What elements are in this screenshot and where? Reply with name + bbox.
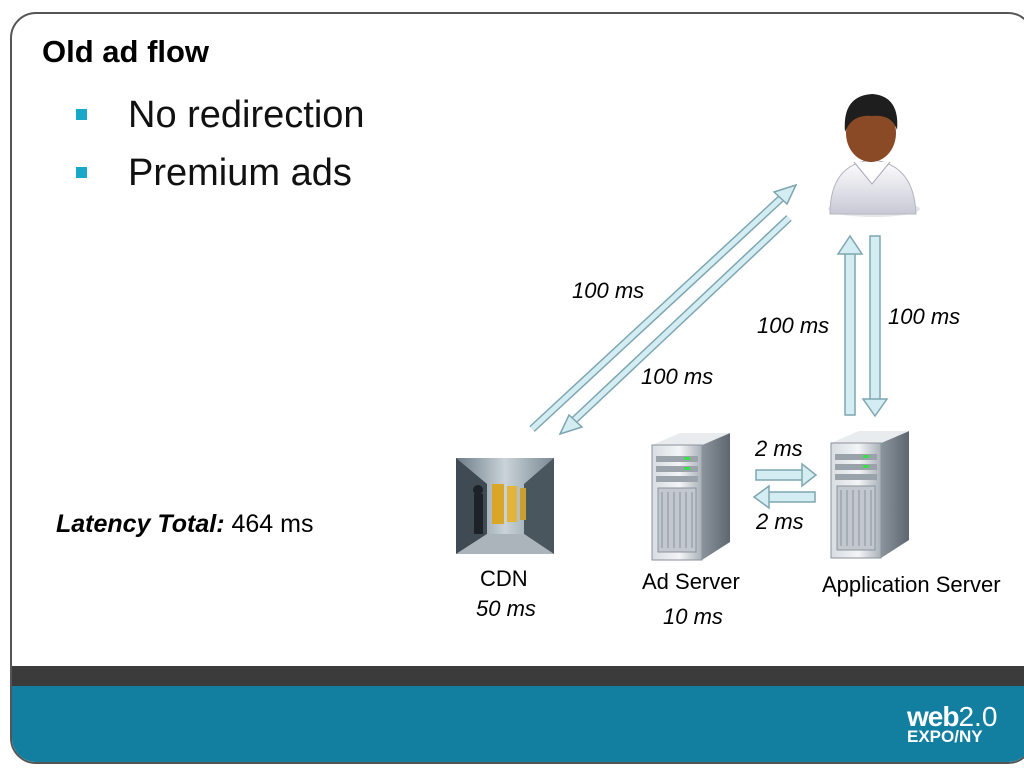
- server-tower-icon: [830, 431, 909, 559]
- bullet-item: No redirection: [76, 92, 365, 150]
- arrow-cdn-to-user: [529, 183, 798, 432]
- footer-blue-bar: [12, 686, 1024, 762]
- latency-label: Latency Total:: [56, 510, 225, 538]
- ad-server-latency: 10 ms: [663, 604, 723, 629]
- edge-label-cdn-to-user: 100 ms: [572, 278, 645, 303]
- slide-title: Old ad flow: [42, 34, 210, 69]
- bullet-item: Premium ads: [76, 150, 365, 208]
- arrow-ad-to-app: [755, 462, 818, 488]
- arrow-user-to-app: [861, 235, 889, 418]
- footer-dark-bar: [12, 666, 1024, 686]
- slide: Old ad flow No redirection Premium ads L…: [10, 12, 1024, 764]
- bullet-list: No redirection Premium ads: [76, 92, 365, 208]
- arrow-user-to-cdn: [558, 215, 792, 436]
- flow-diagram: [456, 94, 920, 561]
- arrow-app-to-user: [836, 234, 864, 416]
- ad-server-label: Ad Server: [642, 569, 740, 594]
- bullet-square-icon: [76, 167, 87, 178]
- server-room-photo: [456, 458, 554, 554]
- cdn-latency: 50 ms: [476, 596, 536, 621]
- latency-total: Latency Total: 464 ms: [56, 510, 313, 539]
- edge-label-user-to-cdn: 100 ms: [641, 364, 714, 389]
- edge-label-app-to-user: 100 ms: [757, 313, 830, 338]
- arrow-app-to-ad: [752, 484, 816, 510]
- user-avatar-icon: [828, 94, 920, 217]
- app-server-label: Application Server: [822, 572, 1001, 597]
- edge-label-app-to-ad: 2 ms: [756, 509, 804, 534]
- web20-expo-logo: web2.0 EXPO/NY: [907, 701, 998, 746]
- bullet-square-icon: [76, 109, 87, 120]
- server-tower-icon: [651, 433, 730, 561]
- edge-label-user-to-app: 100 ms: [888, 304, 961, 329]
- latency-value: 464 ms: [231, 510, 314, 538]
- cdn-label: CDN: [480, 566, 528, 591]
- edge-label-ad-to-app: 2 ms: [755, 436, 803, 461]
